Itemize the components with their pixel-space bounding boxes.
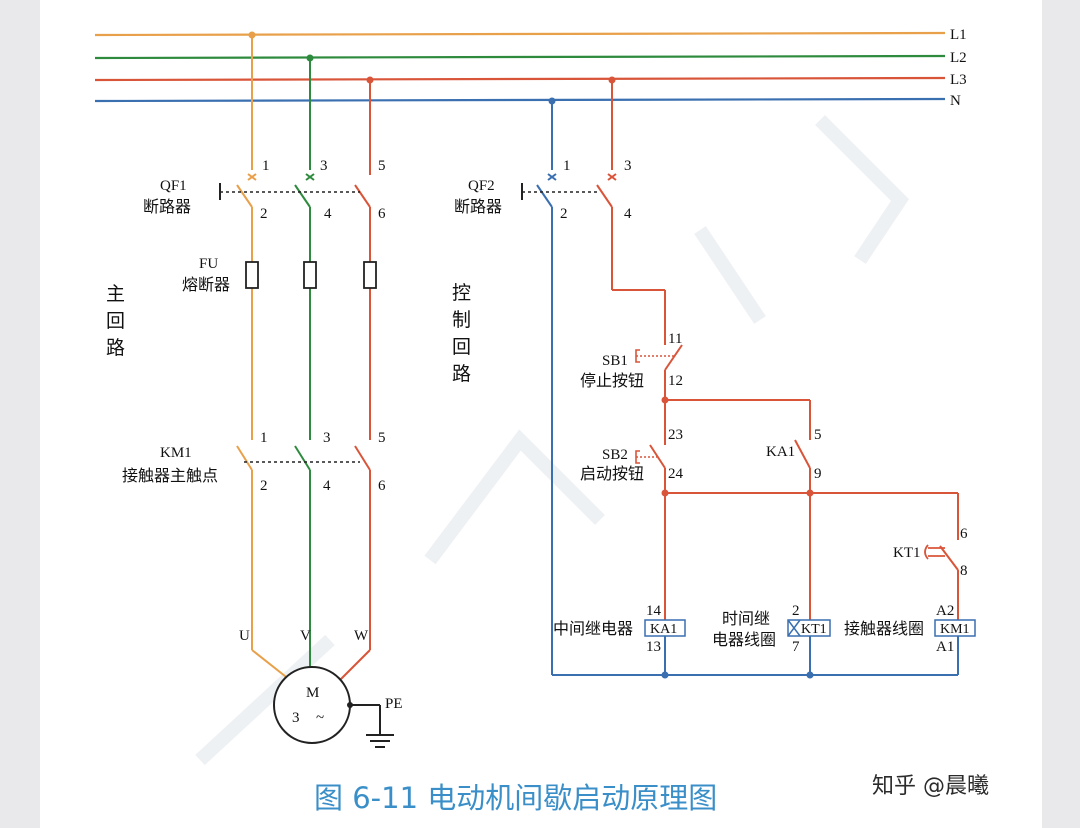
qf2-tag: QF2 xyxy=(468,178,495,194)
bus-label-n: N xyxy=(950,93,961,109)
control-circuit-title-4: 路 xyxy=(452,363,471,385)
background-watermark xyxy=(195,115,910,766)
pe-label: PE xyxy=(385,696,403,712)
kt1-contact-terminal-8: 8 xyxy=(960,563,968,579)
qf2-terminal-3: 3 xyxy=(624,158,632,174)
control-circuit xyxy=(521,76,976,679)
control-circuit-title-3: 回 xyxy=(452,336,471,358)
main-circuit-title-2: 回 xyxy=(106,310,125,332)
bus-line-l1 xyxy=(94,31,946,37)
fuse-symbols xyxy=(245,261,377,289)
ka1-coil-terminal-14: 14 xyxy=(646,603,662,619)
km1-coil-terminal-a1: A1 xyxy=(936,639,954,655)
phase-l3-wire xyxy=(339,76,374,681)
neutral-wire xyxy=(536,97,959,679)
km1-name: 接触器主触点 xyxy=(122,466,218,485)
fu-tag: FU xyxy=(199,256,218,272)
bus-line-l2 xyxy=(94,54,946,60)
main-circuit-title-1: 主 xyxy=(106,283,125,305)
control-live-wire xyxy=(596,76,959,620)
sb2-name: 启动按钮 xyxy=(580,464,644,483)
ka1-coil-name: 中间继电器 xyxy=(553,619,633,638)
km1-terminal-5: 5 xyxy=(378,430,386,446)
coil-leads xyxy=(664,636,959,652)
kt1-coil-terminal-7: 7 xyxy=(792,639,800,655)
qf1-breaker-symbol xyxy=(219,183,360,200)
qf2-name: 断路器 xyxy=(454,197,502,216)
qf1-terminal-1: 1 xyxy=(262,158,270,174)
kt1-coil-name-line2: 电器线圈 xyxy=(712,630,776,649)
control-circuit-labels: 1 3 2 4 QF2 断路器 控 制 回 路 11 12 SB1 停止按钮 2… xyxy=(452,158,970,655)
qf2-terminal-4: 4 xyxy=(624,206,632,222)
km1-terminal-1: 1 xyxy=(260,430,268,446)
qf2-breaker-symbol xyxy=(521,183,600,200)
bus-lines: L1 L2 L3 N xyxy=(94,27,967,109)
bus-label-l2: L2 xyxy=(950,50,967,66)
sb2-button-symbol xyxy=(635,450,657,464)
motor-ac-symbol: ~ xyxy=(316,710,324,726)
kt1-contact-terminal-6: 6 xyxy=(960,526,968,542)
kt1-coil-tag: KT1 xyxy=(801,622,827,637)
bus-line-n xyxy=(94,97,946,103)
sb1-tag: SB1 xyxy=(602,353,628,369)
kt1-coil-terminal-2: 2 xyxy=(792,603,800,619)
figure-caption: 图 6-11 电动机间歇启动原理图 xyxy=(314,781,717,815)
phase-u-label: U xyxy=(239,628,250,644)
phase-v-label: V xyxy=(300,628,311,644)
motor-symbol xyxy=(273,666,394,748)
motor-letter: M xyxy=(306,685,319,701)
circuit-diagram: L1 L2 L3 N xyxy=(94,27,989,815)
control-circuit-title-2: 制 xyxy=(452,309,471,331)
kt1-contact-tag: KT1 xyxy=(893,545,921,561)
km1-terminal-4: 4 xyxy=(323,478,331,494)
motor-phase: 3 xyxy=(292,710,300,726)
qf2-terminal-1: 1 xyxy=(563,158,571,174)
bus-label-l3: L3 xyxy=(950,72,967,88)
main-circuit-title-3: 路 xyxy=(106,337,125,359)
ka1-contact-terminal-9: 9 xyxy=(814,466,822,482)
diagram-sheet: L1 L2 L3 N xyxy=(40,0,1042,828)
qf1-terminal-2: 2 xyxy=(260,206,268,222)
bus-line-l3 xyxy=(94,76,946,82)
main-circuit-labels: 1 3 5 2 4 6 QF1 断路器 FU 熔断器 1 3 5 2 4 6 K… xyxy=(106,158,403,726)
qf1-terminal-4: 4 xyxy=(324,206,332,222)
sb1-name: 停止按钮 xyxy=(580,371,644,390)
ka1-contact-terminal-5: 5 xyxy=(814,427,822,443)
fu-name: 熔断器 xyxy=(182,275,230,294)
km1-terminal-2: 2 xyxy=(260,478,268,494)
ka1-contact-tag: KA1 xyxy=(766,444,795,460)
km1-terminal-6: 6 xyxy=(378,478,386,494)
sb2-terminal-23: 23 xyxy=(668,427,683,443)
qf1-name: 断路器 xyxy=(143,197,191,216)
bus-label-l1: L1 xyxy=(950,27,967,43)
control-circuit-title-1: 控 xyxy=(452,282,471,304)
kt1-contact-symbol xyxy=(924,544,945,560)
sb1-terminal-12: 12 xyxy=(668,373,683,389)
sb1-button-symbol xyxy=(635,349,674,363)
km1-coil-tag: KM1 xyxy=(940,622,970,637)
coil-symbols xyxy=(644,619,976,637)
qf1-terminal-6: 6 xyxy=(378,206,386,222)
ka1-coil-terminal-13: 13 xyxy=(646,639,661,655)
qf1-tag: QF1 xyxy=(160,178,187,194)
phase-w-label: W xyxy=(354,628,369,644)
qf1-terminal-3: 3 xyxy=(320,158,328,174)
source-watermark: 知乎 @晨曦 xyxy=(872,774,989,799)
phase-l2-wire xyxy=(294,54,315,668)
kt1-coil-name-line1: 时间继 xyxy=(722,609,770,628)
km1-tag: KM1 xyxy=(160,445,192,461)
km1-coil-name: 接触器线圈 xyxy=(844,619,924,638)
km1-terminal-3: 3 xyxy=(323,430,331,446)
main-circuit xyxy=(219,31,394,748)
phase-l1-wire xyxy=(236,31,291,681)
km1-coil-terminal-a2: A2 xyxy=(936,603,954,619)
ka1-coil-tag: KA1 xyxy=(650,622,677,637)
qf2-terminal-2: 2 xyxy=(560,206,568,222)
qf1-terminal-5: 5 xyxy=(378,158,386,174)
sb2-terminal-24: 24 xyxy=(668,466,684,482)
sb1-terminal-11: 11 xyxy=(668,331,682,347)
sb2-tag: SB2 xyxy=(602,447,628,463)
